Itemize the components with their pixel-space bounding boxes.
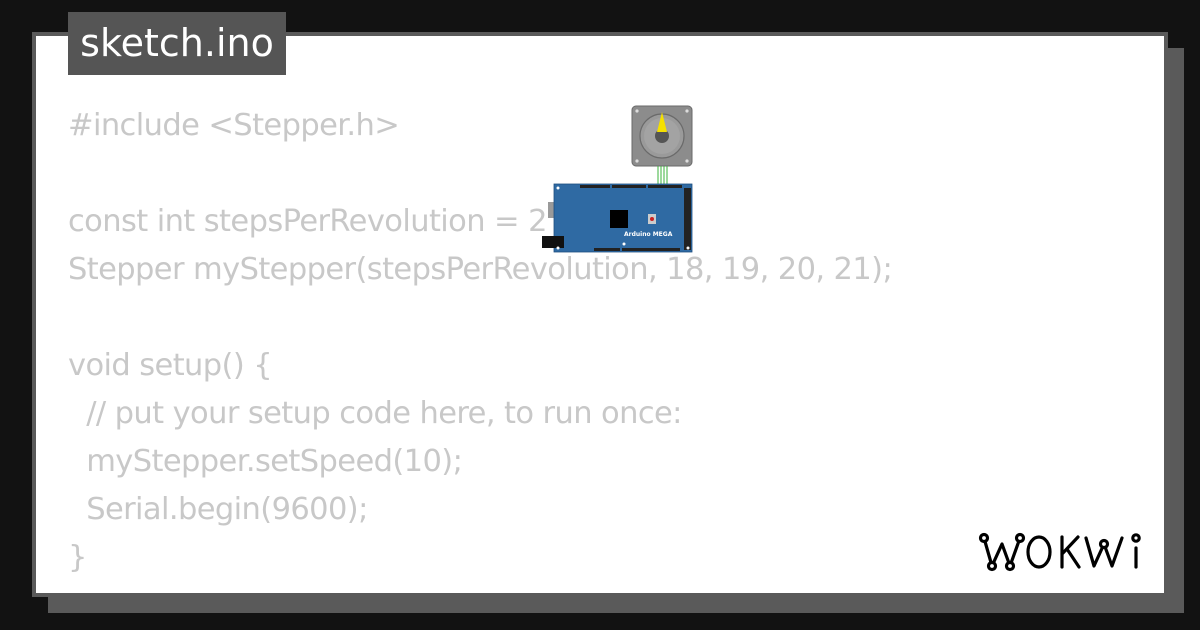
stepper-motor-icon (631, 105, 693, 186)
code-line: void setup() { (68, 348, 273, 383)
code-card: #include <Stepper.h> const int stepsPerR… (32, 32, 1168, 597)
code-line: } (68, 540, 87, 575)
wokwi-logo (978, 532, 1141, 572)
code-view: #include <Stepper.h> const int stepsPerR… (68, 102, 893, 582)
file-tab[interactable]: sketch.ino (68, 12, 286, 75)
code-line: const int stepsPerRevolution = 2 (68, 204, 548, 239)
code-line: myStepper.setSpeed(10); (68, 444, 463, 479)
code-line: Serial.begin(9600); (68, 492, 368, 527)
arduino-mega-icon: Arduino MEGA (542, 183, 693, 253)
code-line: // put your setup code here, to run once… (68, 396, 682, 431)
svg-text:Arduino MEGA: Arduino MEGA (624, 231, 673, 238)
code-line: Stepper myStepper(stepsPerRevolution, 18… (68, 252, 893, 287)
code-line: #include <Stepper.h> (68, 108, 400, 143)
circuit-diagram[interactable]: Arduino MEGA (540, 104, 700, 264)
